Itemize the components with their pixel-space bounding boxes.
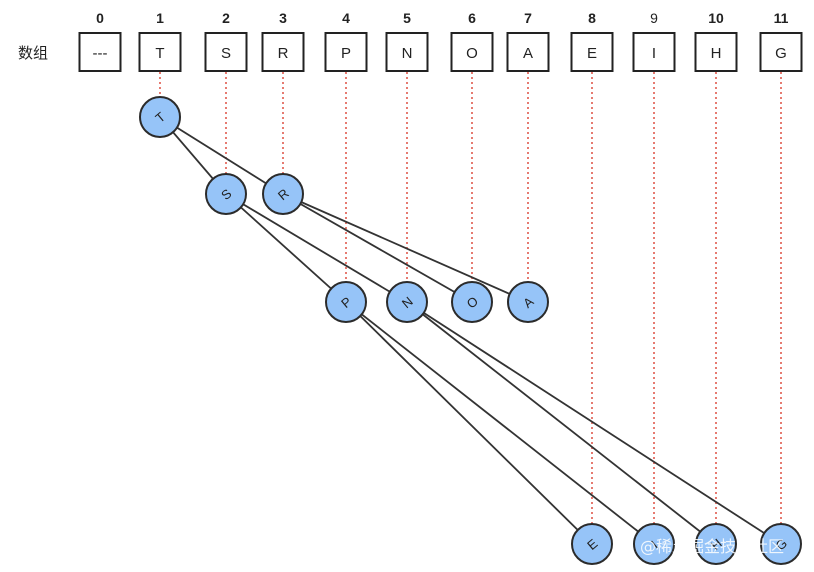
tree-node-circle — [325, 281, 367, 323]
tree-node-circle — [507, 281, 549, 323]
tree-node: I — [633, 523, 675, 565]
index-label: 8 — [588, 10, 596, 26]
index-label: 10 — [708, 10, 724, 26]
array-cell — [324, 32, 368, 72]
tree-node: A — [507, 281, 549, 323]
array-header: 数组 0 1 2 3 4 5 6 7 8 9 10 11 --- T S R P N O A E I H G — [18, 10, 803, 72]
tree-node-circle — [633, 523, 675, 565]
array-cell-value: S — [221, 45, 231, 62]
tree-edge — [225, 193, 408, 303]
array-cell — [759, 32, 803, 72]
index-label: 0 — [96, 10, 104, 26]
tree-node: O — [451, 281, 493, 323]
index-label: 4 — [342, 10, 350, 26]
array-cell — [204, 32, 248, 72]
guide-lines — [159, 72, 782, 524]
tree-edges — [159, 116, 782, 545]
watermark: @稀土掘金技术社区 — [640, 537, 784, 556]
tree-node-circle — [571, 523, 613, 565]
array-cell-value: O — [466, 45, 478, 62]
tree-edge — [225, 193, 347, 303]
tree-node-circle — [695, 523, 737, 565]
tree-node-circle — [262, 173, 304, 215]
tree-node: N — [386, 281, 428, 323]
array-cell-value: G — [775, 45, 787, 62]
array-cell-value: E — [587, 45, 597, 62]
index-label: 5 — [403, 10, 411, 26]
array-cell-value: --- — [93, 45, 108, 62]
tree-node: R — [262, 173, 304, 215]
array-cell — [506, 32, 550, 72]
tree-edge — [159, 116, 284, 195]
tree-edge — [406, 301, 782, 545]
tree-node: G — [760, 523, 802, 565]
tree-edge — [406, 301, 717, 545]
array-cell — [78, 32, 122, 72]
index-label: 1 — [156, 10, 164, 26]
tree-node-circle — [760, 523, 802, 565]
index-label: 9 — [650, 10, 658, 26]
index-label: 3 — [279, 10, 287, 26]
array-cell — [261, 32, 305, 72]
array-cell-value: A — [523, 45, 533, 62]
array-cell-value: H — [711, 45, 722, 62]
array-cell-value: R — [278, 45, 289, 62]
tree-node: H — [695, 523, 737, 565]
array-label: 数组 — [18, 44, 48, 62]
tree-node-circle — [205, 173, 247, 215]
tree-node: E — [571, 523, 613, 565]
array-cell — [694, 32, 738, 72]
array-cell — [138, 32, 182, 72]
tree-node-circle — [386, 281, 428, 323]
array-cell — [385, 32, 429, 72]
array-cell-value: P — [341, 45, 351, 62]
array-cell — [632, 32, 676, 72]
tree-node-circle — [451, 281, 493, 323]
array-cell — [450, 32, 494, 72]
tree-node: T — [139, 96, 181, 138]
index-label: 6 — [468, 10, 476, 26]
tree-edge — [282, 193, 529, 303]
array-cell-value: N — [402, 45, 413, 62]
index-label: 2 — [222, 10, 230, 26]
array-cell-value: I — [652, 45, 656, 62]
tree-edge — [282, 193, 473, 303]
array-cell-value: T — [155, 45, 164, 62]
tree-edge — [345, 301, 593, 545]
tree-node: S — [205, 173, 247, 215]
tree-node-circle — [139, 96, 181, 138]
index-label: 7 — [524, 10, 532, 26]
tree-edge — [345, 301, 655, 545]
index-label: 11 — [774, 10, 789, 26]
array-cell — [570, 32, 614, 72]
tree-node: P — [325, 281, 367, 323]
